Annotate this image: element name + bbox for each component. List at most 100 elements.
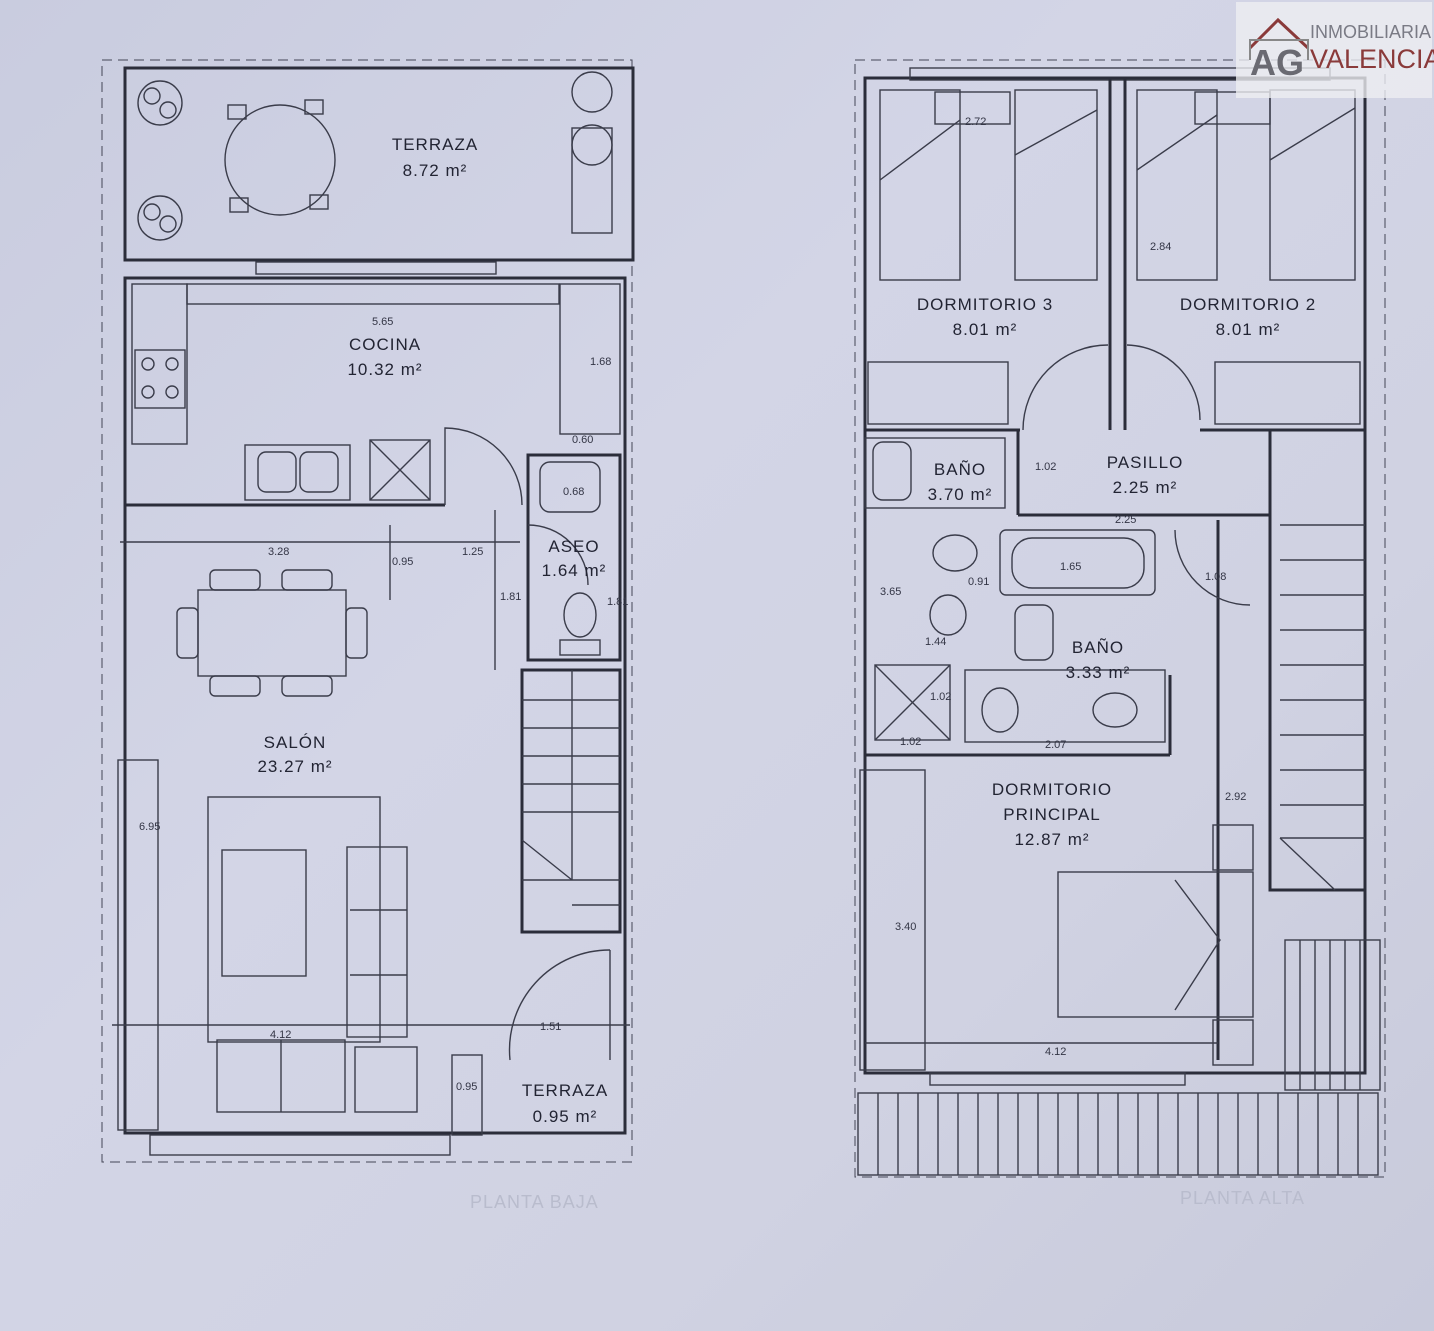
dim-label: 1.02 — [900, 736, 921, 748]
dim-label: 3.28 — [268, 546, 289, 558]
balcony-deck — [857, 1092, 1379, 1176]
label-bano2: BAÑO — [1072, 638, 1124, 657]
dim-label: 1.08 — [1205, 571, 1226, 583]
appliance-icon — [369, 439, 431, 501]
dim-label: 1.25 — [462, 546, 483, 558]
dim-label: 2.25 — [1115, 514, 1136, 526]
wardrobe-icon — [867, 361, 1009, 425]
dim-label: 2.84 — [1150, 241, 1171, 253]
door-swing-icon — [1174, 529, 1251, 606]
door-swing-icon — [508, 949, 611, 1061]
washbasin-icon — [539, 461, 601, 513]
brand-line2: VALENCIA — [1310, 44, 1434, 74]
label-aseo: ASEO — [548, 537, 599, 556]
upper-floor-plan — [854, 59, 1386, 1178]
dim-label: 5.65 — [372, 316, 393, 328]
dim-label: 4.12 — [1045, 1046, 1066, 1058]
door-swing-icon — [444, 427, 523, 506]
dim-label: 2.72 — [965, 116, 986, 128]
brand-line1: INMOBILIARIA — [1310, 22, 1432, 42]
ground-floor-plan — [101, 59, 635, 1163]
dining-table-icon — [197, 589, 347, 677]
area-salon: 23.27 m² — [257, 757, 332, 776]
plant-icon — [571, 71, 613, 234]
dim-label: 0.68 — [563, 486, 584, 498]
bed-icon — [1136, 89, 1218, 281]
window-icon — [255, 261, 497, 275]
round-table-icon — [224, 104, 336, 216]
dim-label: 0.60 — [572, 434, 593, 446]
area-pasillo: 2.25 m² — [1113, 478, 1178, 497]
label-dormitorio2: DORMITORIO 2 — [1180, 295, 1316, 314]
dim-label: 1.65 — [1060, 561, 1081, 573]
label-terraza-top: TERRAZA — [392, 135, 478, 154]
wardrobe-icon — [1214, 361, 1361, 425]
bed-icon — [879, 89, 961, 281]
bed-icon — [1057, 871, 1254, 1018]
caption-upper-floor: PLANTA ALTA — [1180, 1188, 1306, 1208]
dim-label: 1.02 — [1035, 461, 1056, 473]
bidet-icon — [932, 534, 978, 572]
plant-icon — [137, 80, 183, 126]
plant-icon — [137, 195, 183, 241]
area-terraza-bottom: 0.95 m² — [533, 1107, 598, 1126]
label-terraza-bottom: TERRAZA — [522, 1081, 608, 1100]
aseo-room — [526, 453, 622, 662]
toilet-icon — [981, 687, 1019, 733]
caption-ground-floor: PLANTA BAJA — [470, 1192, 599, 1212]
bed-icon — [1014, 89, 1098, 281]
bidet-icon — [1092, 692, 1138, 728]
dim-label: 4.12 — [270, 1029, 291, 1041]
dim-label: 1.02 — [930, 691, 951, 703]
dim-label: 0.95 — [392, 556, 413, 568]
label-cocina: COCINA — [349, 335, 421, 354]
wardrobe-icon — [859, 769, 926, 1071]
label-pasillo: PASILLO — [1107, 453, 1184, 472]
shower-tray-icon — [874, 664, 951, 741]
bed-icon — [1269, 89, 1356, 281]
area-bano2: 3.33 m² — [1066, 663, 1131, 682]
area-dormitorio3: 8.01 m² — [953, 320, 1018, 339]
bathtub-icon — [999, 529, 1156, 596]
area-cocina: 10.32 m² — [347, 360, 422, 379]
dim-label: 3.65 — [880, 586, 901, 598]
door-swing-icon — [1022, 344, 1109, 431]
label-bano1: BAÑO — [934, 460, 986, 479]
area-aseo: 1.64 m² — [542, 561, 607, 580]
dim-label: 1.68 — [590, 356, 611, 368]
label-dormitorio3: DORMITORIO 3 — [917, 295, 1053, 314]
washbasin-icon — [872, 441, 912, 501]
kitchen-sink-icon — [244, 444, 351, 501]
coffee-table-icon — [221, 849, 307, 977]
toilet-icon — [563, 592, 597, 638]
area-bano1: 3.70 m² — [928, 485, 993, 504]
area-dormitorio2: 8.01 m² — [1216, 320, 1281, 339]
brand-logo: AG INMOBILIARIA VALENCIA — [1236, 2, 1434, 98]
dim-label: 3.40 — [895, 921, 916, 933]
toilet-icon — [929, 594, 967, 636]
dim-label: 1.51 — [540, 1021, 561, 1033]
dim-label: 6.95 — [139, 821, 160, 833]
label-salon: SALÓN — [264, 733, 327, 752]
label-principal-1: DORMITORIO — [992, 780, 1112, 799]
area-terraza-top: 8.72 m² — [403, 161, 468, 180]
brand-mark: AG — [1250, 42, 1304, 83]
stairs-icon — [520, 668, 622, 934]
dim-label: 2.07 — [1045, 739, 1066, 751]
dim-label: 1.81 — [500, 591, 521, 603]
balcony-deck — [1284, 939, 1381, 1091]
window-icon — [929, 1072, 1186, 1086]
washbasin-icon — [1014, 604, 1054, 661]
label-principal-2: PRINCIPAL — [1003, 805, 1101, 824]
area-principal: 12.87 m² — [1014, 830, 1089, 849]
dim-label: 1.81 — [607, 596, 628, 608]
rug-icon — [207, 796, 381, 1043]
armchair-icon — [354, 1046, 418, 1113]
door-swing-icon — [1126, 344, 1201, 421]
house-roof-icon — [1248, 17, 1310, 60]
dim-label: 0.91 — [968, 576, 989, 588]
sofa-icon — [346, 846, 408, 1038]
stairs-icon — [1268, 428, 1367, 892]
